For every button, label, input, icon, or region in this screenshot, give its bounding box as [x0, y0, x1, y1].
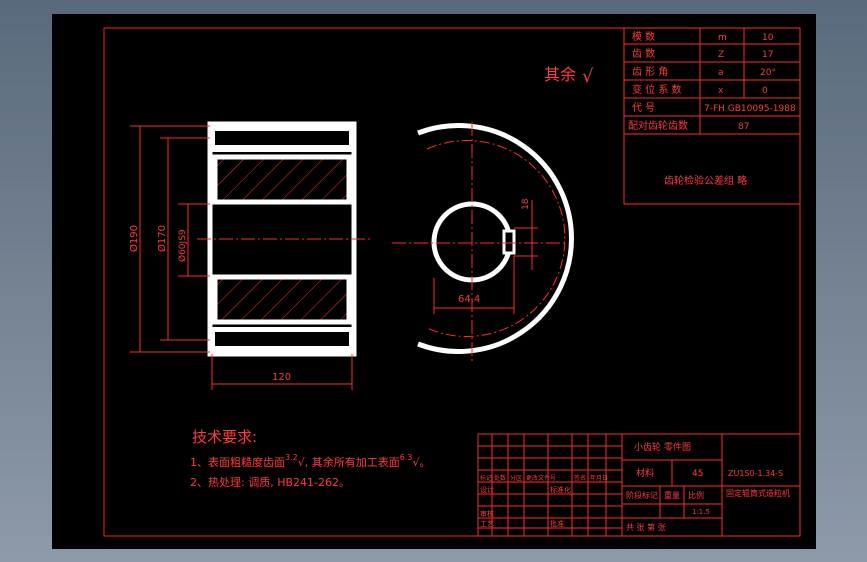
section-dimensions: Ø190 Ø170 Ø60JS9 120 — [128, 125, 353, 390]
title-block: 标记 处数 分区 更改文件号 签名 年月日 设计 标准化 审核 工艺 批准 小齿… — [477, 433, 801, 537]
dim-face-width: 120 — [272, 372, 291, 383]
param-label: 变 位 系 数 — [632, 83, 682, 96]
param-label: 配对齿轮齿数 — [628, 119, 688, 132]
dim-outer-diameter: Ø190 — [128, 225, 140, 252]
param-value: 87 — [738, 122, 749, 132]
rev-header: 标记 — [480, 474, 492, 482]
scale-value: 1:1.5 — [692, 508, 710, 516]
weight-label: 重量 — [664, 490, 680, 500]
sheet-count: 共 张 第 张 — [626, 522, 666, 532]
dim-keyway-depth: 64.4 — [458, 294, 480, 305]
param-symbol: x — [718, 86, 724, 96]
param-label: 齿 数 — [632, 47, 655, 60]
inspection-note: 齿轮检验公差组 略 — [664, 174, 747, 187]
gear-parameter-table: 模 数 m 10 齿 数 Z 17 齿 形 角 a 20° 变 位 系 数 x … — [623, 27, 801, 205]
param-symbol: a — [718, 68, 724, 78]
stage-label: 阶段标记 — [626, 490, 658, 500]
cad-drawing-viewport[interactable]: 模 数 m 10 齿 数 Z 17 齿 形 角 a 20° 变 位 系 数 x … — [52, 14, 816, 549]
roughness-symbol-icon: √ — [582, 66, 594, 87]
design-label: 设计 — [480, 485, 494, 494]
standardization-label: 标准化 — [550, 485, 571, 494]
rev-header: 年月日 — [590, 474, 608, 482]
gear-section-view[interactable] — [197, 121, 372, 357]
material-value: 45 — [692, 469, 703, 479]
dim-root-diameter: Ø170 — [156, 225, 168, 252]
rev-header: 分区 — [510, 474, 522, 482]
rev-header: 处数 — [494, 474, 506, 482]
param-symbol: m — [718, 33, 727, 43]
part-name: 小齿轮 — [634, 441, 661, 453]
param-value: 17 — [762, 50, 773, 60]
rev-header: 签名 — [574, 474, 586, 482]
other-surfaces-label: 其余 — [544, 65, 576, 84]
check-label: 审核 — [480, 509, 494, 518]
surface-roughness-mark: 其余 √ — [544, 65, 594, 87]
machine-description: 固定辊筒式造粒机 — [726, 488, 790, 498]
param-label: 代 号 — [632, 102, 655, 114]
param-value: 0 — [762, 86, 768, 96]
scale-label: 比例 — [688, 490, 704, 500]
material-label: 材料 — [636, 467, 654, 479]
dim-bore-diameter: Ø60JS9 — [177, 229, 188, 262]
drawing-type: 零件图 — [664, 441, 691, 453]
tech-req-line1: 1、表面粗糙度齿面3.2√, 其余所有加工表面6.3√。 — [190, 453, 431, 469]
drawing-svg[interactable]: 模 数 m 10 齿 数 Z 17 齿 形 角 a 20° 变 位 系 数 x … — [52, 14, 816, 549]
gear-end-view[interactable]: 18 64.4 — [392, 122, 574, 362]
param-symbol: Z — [718, 50, 724, 60]
param-value: 10 — [762, 33, 774, 43]
param-value: 20° — [760, 68, 776, 78]
dim-keyway-width: 18 — [521, 198, 531, 210]
param-value: 7-FH GB10095-1988 — [704, 104, 796, 114]
sheet-border — [103, 27, 801, 537]
param-label: 模 数 — [632, 30, 655, 43]
technical-requirements: 技术要求: 1、表面粗糙度齿面3.2√, 其余所有加工表面6.3√。 2、热处理… — [190, 428, 431, 489]
process-label: 工艺 — [480, 520, 494, 528]
tech-req-title: 技术要求: — [192, 428, 257, 446]
param-label: 齿 形 角 — [632, 66, 668, 78]
rev-header: 更改文件号 — [526, 474, 556, 482]
drawing-number: ZU1S0-1.34-S — [728, 469, 783, 478]
tech-req-line2: 2、热处理: 调质, HB241-262。 — [190, 476, 350, 489]
approve-label: 批准 — [550, 519, 564, 528]
